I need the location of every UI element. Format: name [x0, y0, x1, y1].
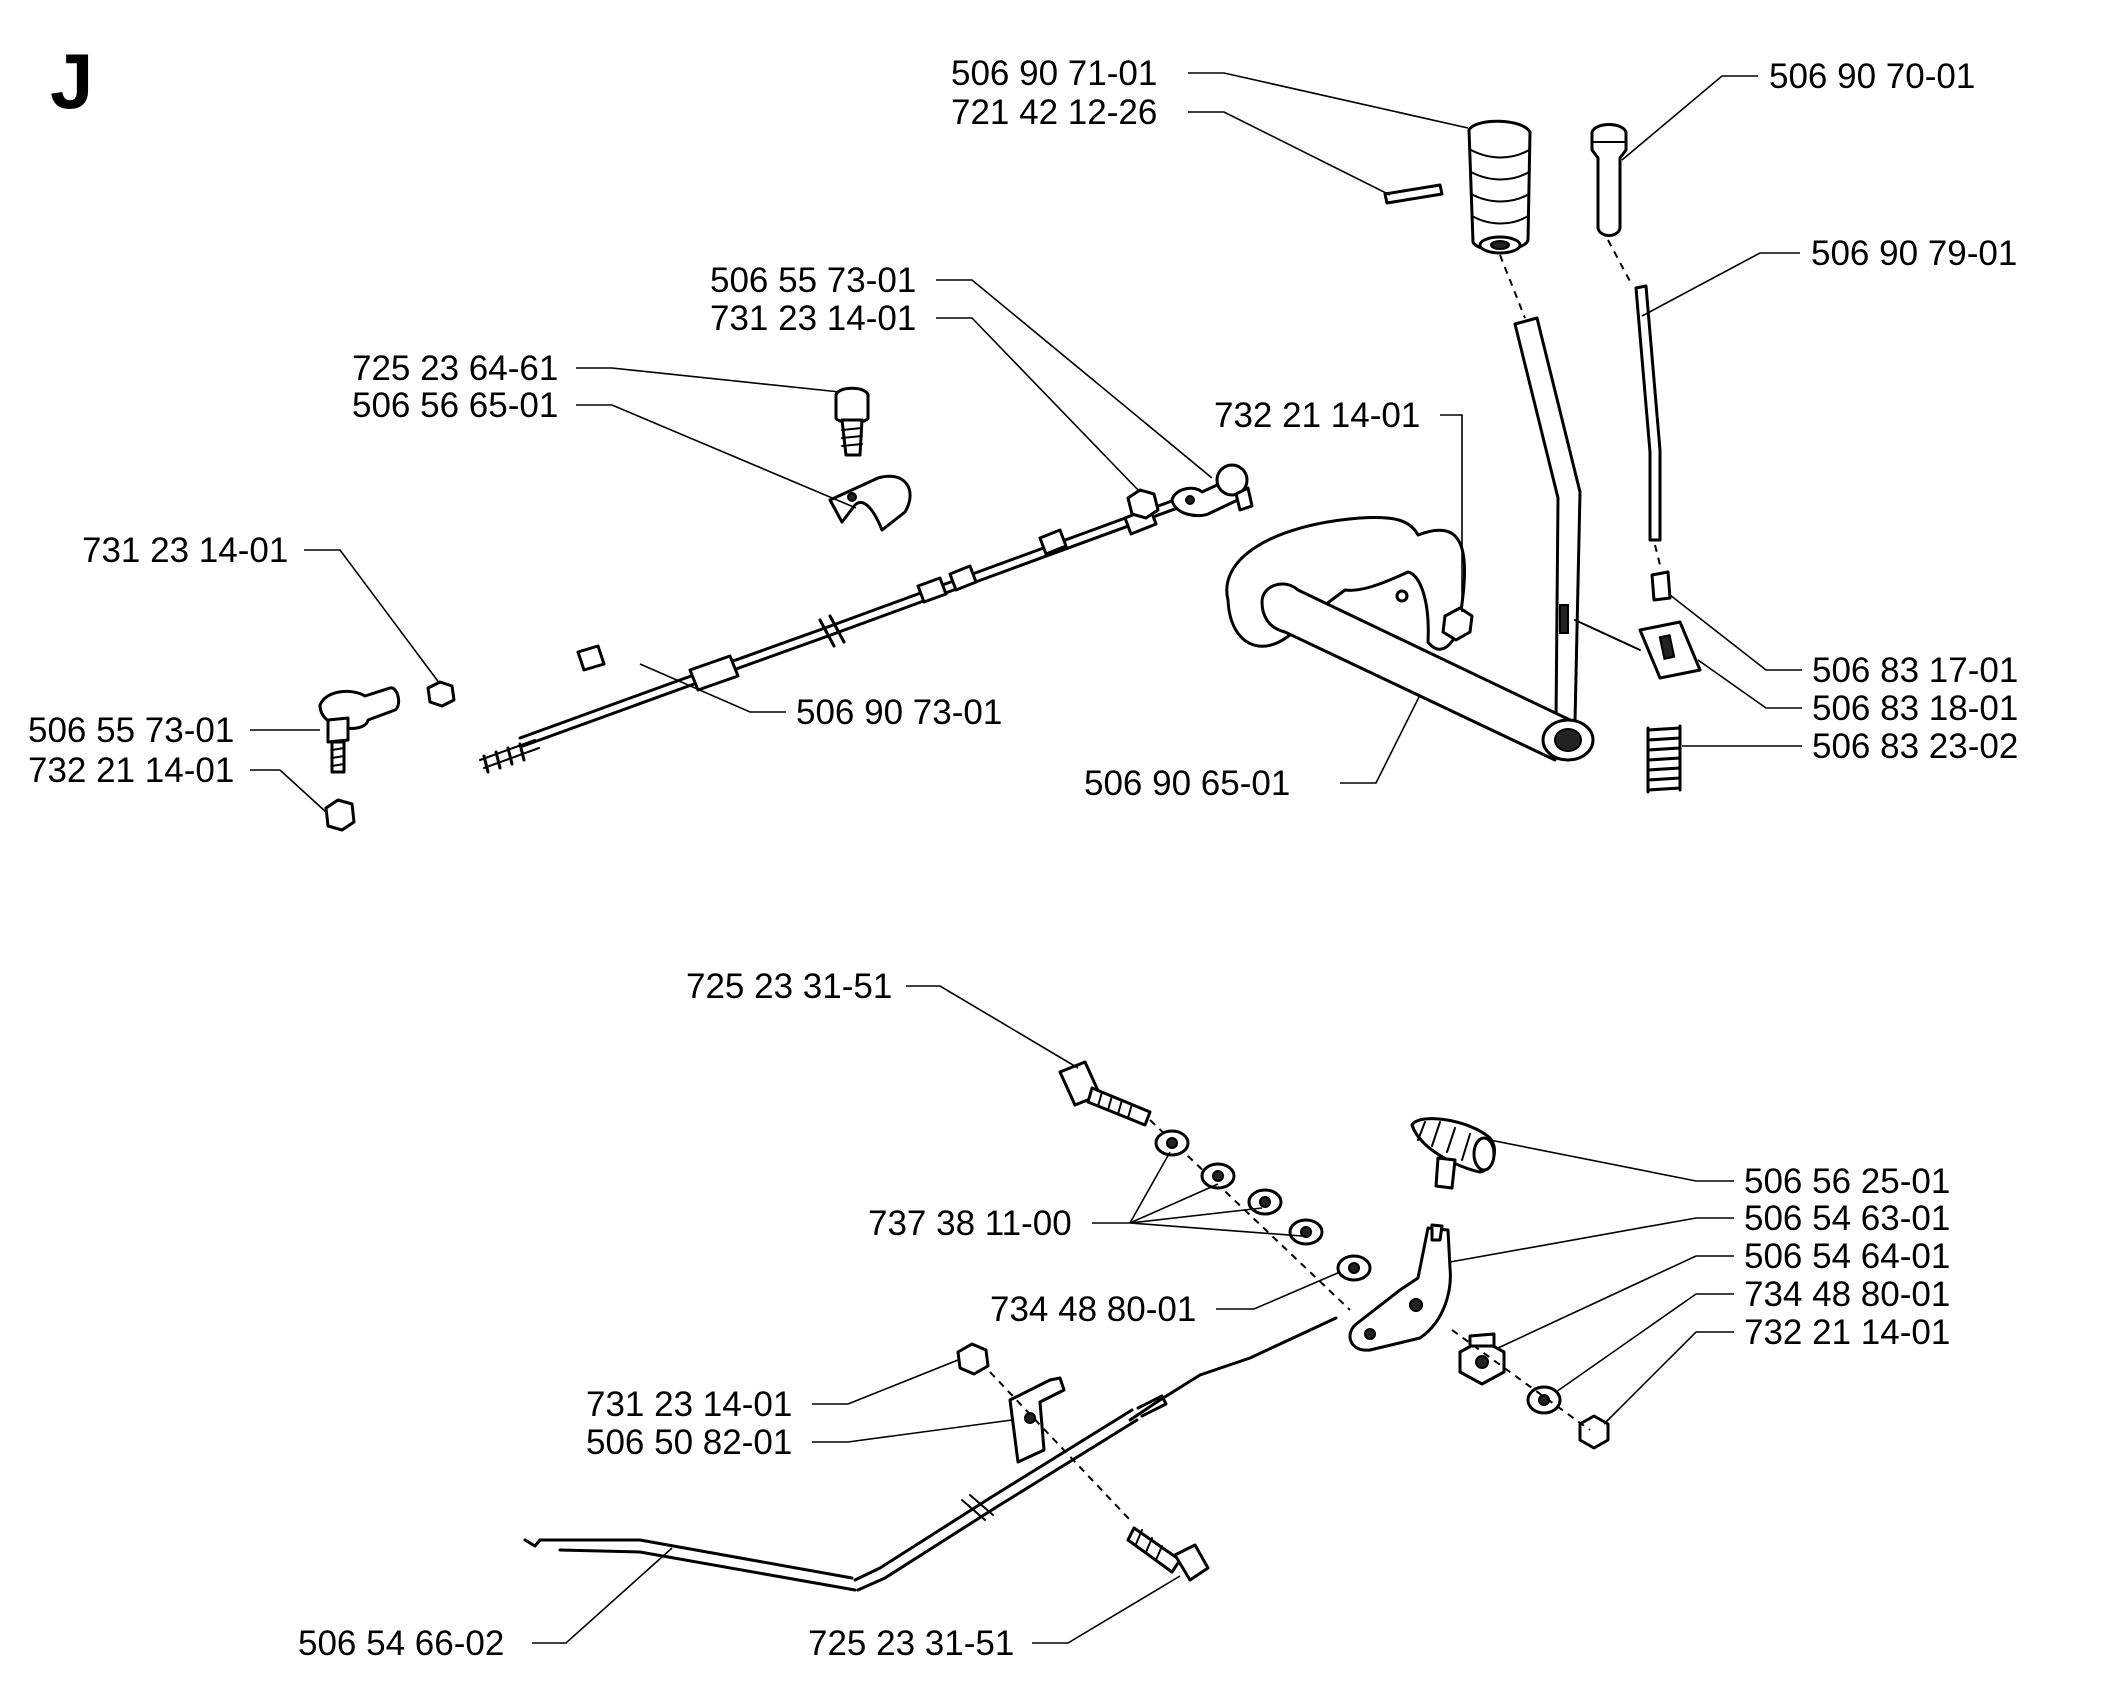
leader-c08: [576, 404, 857, 509]
leader-c27: [812, 1419, 1013, 1443]
lower-cable: [523, 1316, 1338, 1592]
section-letter: J: [50, 37, 93, 125]
callout-label: 506 83 18-01: [1812, 689, 2018, 728]
spring: [1646, 724, 1682, 794]
callout-label: 506 56 25-01: [1744, 1162, 1950, 1201]
leader-c06: [936, 317, 1141, 493]
swivel-nut: [1578, 1414, 1610, 1450]
control-knob: [1410, 1117, 1496, 1190]
leader-c23: [1555, 1293, 1734, 1393]
handle-grip: [1467, 119, 1532, 255]
leader-c03: [1621, 75, 1758, 161]
leader-c01: [1188, 72, 1469, 129]
callout-label: 506 90 65-01: [1084, 764, 1290, 803]
clamp-bolt: [834, 386, 870, 457]
rod-cap: [1590, 123, 1628, 237]
callout-label: 506 56 65-01: [352, 386, 558, 425]
leader-c26: [812, 1359, 959, 1405]
callout-label: 734 48 80-01: [1744, 1275, 1950, 1314]
ball-joint-right: [1170, 463, 1254, 518]
callout-labels: 506 90 71-01 721 42 12-26 506 90 70-01 5…: [28, 54, 2018, 1663]
callout-label: 737 38 11-00: [868, 1204, 1072, 1243]
callout-label: 731 23 14-01: [710, 299, 916, 338]
upper-assembly: [318, 119, 1702, 832]
cable-swivel: [1458, 1332, 1506, 1386]
leader-lines: [250, 72, 1802, 1644]
callout-label: 506 90 73-01: [796, 693, 1002, 732]
lower-bolt: [989, 1371, 1210, 1582]
leader-c25: [1216, 1271, 1341, 1310]
callout-label: 731 23 14-01: [586, 1385, 792, 1424]
leader-c11: [639, 663, 786, 713]
rod-sleeve: [1650, 570, 1672, 602]
leader-c14: [1669, 594, 1802, 671]
callout-label: 725 23 31-51: [808, 1624, 1014, 1663]
thin-rod: [1607, 239, 1662, 566]
lower-assembly: [523, 1060, 1610, 1592]
main-lever: [1499, 254, 1641, 724]
leader-c07: [576, 367, 841, 393]
callout-label: 506 54 64-01: [1744, 1237, 1950, 1276]
leader-c13: [250, 769, 327, 813]
ball-joint-left: [318, 686, 401, 774]
leader-c15: [1697, 659, 1802, 709]
leader-c04: [1641, 252, 1800, 317]
leader-c24: [1603, 1331, 1734, 1425]
callout-label: 506 90 79-01: [1811, 234, 2017, 273]
callout-label: 732 21 14-01: [28, 751, 234, 790]
leader-c19: [1092, 1151, 1303, 1237]
leader-c21: [1449, 1217, 1734, 1263]
callout-label: 725 23 31-51: [686, 967, 892, 1006]
leader-c20: [1489, 1139, 1734, 1182]
callout-label: 506 55 73-01: [28, 711, 234, 750]
leader-c17: [1340, 694, 1421, 784]
callout-label: 506 55 73-01: [710, 261, 916, 300]
callout-label: 506 83 17-01: [1812, 651, 2018, 690]
jam-nut-right: [1126, 488, 1160, 520]
leader-c29: [1032, 1575, 1181, 1644]
callout-label: 506 90 70-01: [1769, 57, 1975, 96]
bracket-nut: [956, 1342, 990, 1376]
callout-label: 732 21 14-01: [1744, 1313, 1950, 1352]
pivot-nut: [1441, 606, 1474, 642]
callout-label: 731 23 14-01: [82, 531, 288, 570]
control-arm: [1348, 1223, 1452, 1352]
washer-stack: [1154, 1129, 1372, 1282]
leader-c18: [906, 985, 1079, 1069]
callout-label: 506 50 82-01: [586, 1423, 792, 1462]
cable-clamp: [828, 474, 912, 532]
leader-c02: [1188, 111, 1391, 196]
leader-c28: [532, 1547, 673, 1644]
callout-label: 506 83 23-02: [1812, 727, 2018, 766]
roll-pin: [1383, 183, 1444, 205]
callout-label: 725 23 64-61: [352, 349, 558, 388]
leader-c05: [936, 279, 1213, 479]
upper-bolt: [1058, 1060, 1351, 1311]
jam-nut-left: [426, 680, 456, 708]
callout-label: 506 90 71-01: [951, 54, 1157, 93]
leader-c09: [1440, 414, 1463, 612]
leader-c22: [1497, 1255, 1734, 1349]
callout-label: 732 21 14-01: [1214, 396, 1420, 435]
ball-joint-nut: [324, 798, 356, 832]
pivot-shaft: [1225, 516, 1595, 762]
cable-bracket: [1008, 1376, 1066, 1464]
callout-label: 506 54 66-02: [298, 1624, 504, 1663]
callout-label: 506 54 63-01: [1744, 1199, 1950, 1238]
leader-c10: [304, 549, 441, 685]
callout-label: 734 48 80-01: [990, 1290, 1196, 1329]
callout-label: 721 42 12-26: [951, 93, 1157, 132]
throttle-cable: [479, 496, 1185, 774]
